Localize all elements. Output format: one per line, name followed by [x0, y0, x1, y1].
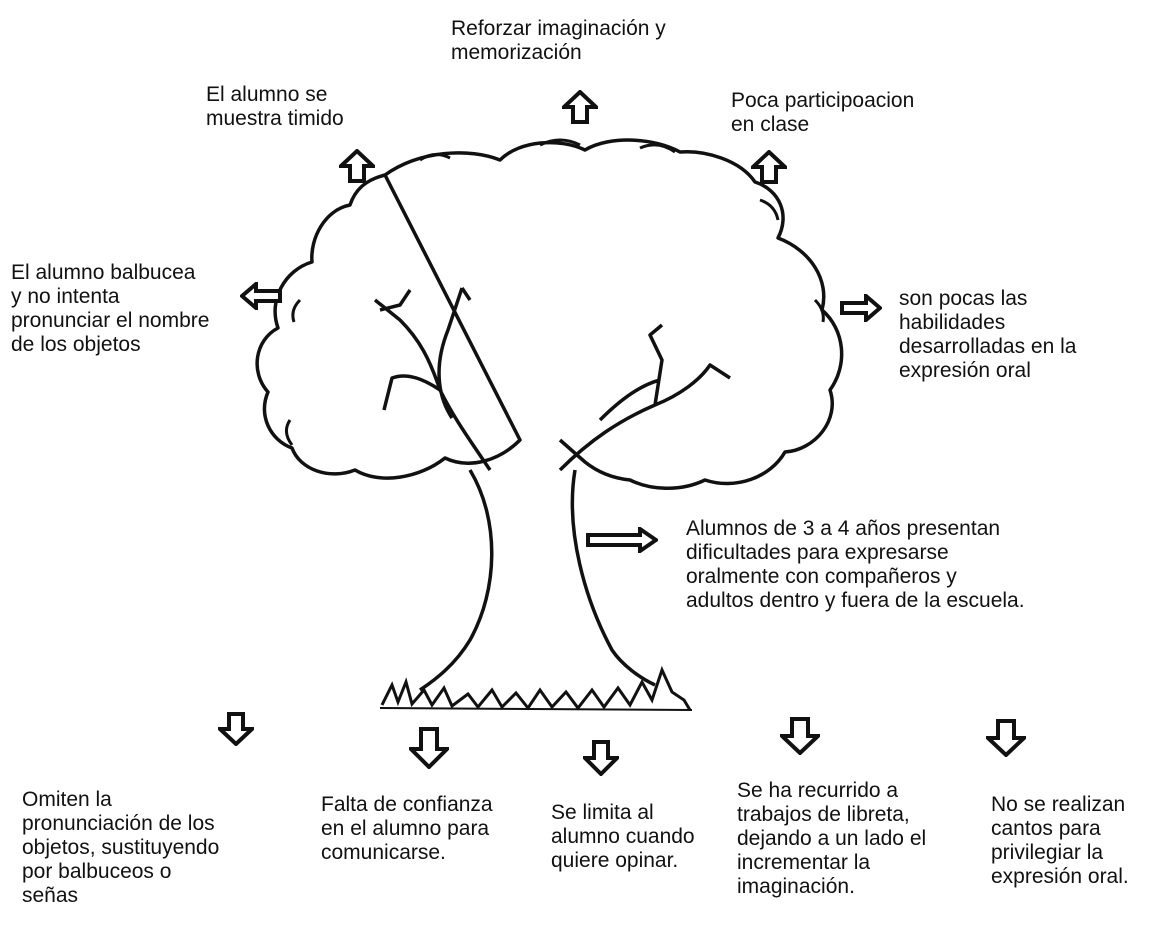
arrow-up-icon — [751, 150, 787, 184]
arrow-down-icon — [583, 740, 619, 776]
central-problem: Alumnos de 3 a 4 años presentan dificult… — [686, 517, 1025, 612]
arrow-up-icon — [339, 149, 375, 183]
arrow-right-icon — [840, 294, 882, 322]
arrow-right-icon — [586, 527, 658, 553]
tree-roots — [380, 665, 692, 711]
effect-left: El alumno balbucea y no intenta pronunci… — [11, 261, 210, 356]
cause-2: Falta de confianza en el alumno para com… — [321, 793, 493, 864]
arrow-up-icon — [562, 90, 598, 124]
effect-top-center: Reforzar imaginación y memorización — [451, 17, 666, 64]
tree-crown — [255, 138, 844, 490]
arrow-down-icon — [780, 717, 820, 755]
cause-4: Se ha recurrido a trabajos de libreta, d… — [737, 779, 927, 898]
tree-trunk — [419, 469, 656, 692]
tree-branches — [373, 287, 731, 472]
arrow-down-icon — [986, 719, 1026, 757]
cause-3: Se limita al alumno cuando quiere opinar… — [551, 801, 695, 872]
effect-top-right: Poca participoacion en clase — [731, 89, 915, 136]
arrow-down-icon — [218, 712, 254, 746]
arrow-left-icon — [240, 282, 282, 310]
effect-top-left: El alumno se muestra timido — [206, 83, 344, 130]
cause-5: No se realizan cantos para privilegiar l… — [991, 793, 1129, 888]
cause-1: Omiten la pronunciación de los objetos, … — [22, 788, 220, 907]
arrow-down-icon — [409, 727, 449, 769]
effect-right: son pocas las habilidades desarrolladas … — [899, 287, 1077, 382]
